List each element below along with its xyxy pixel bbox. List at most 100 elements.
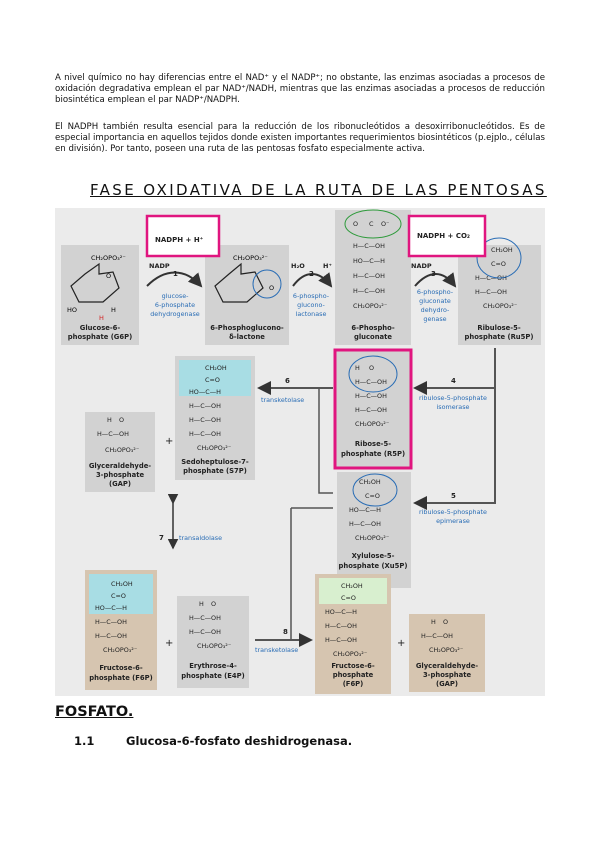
svg-text:Sedoheptulose-7-: Sedoheptulose-7-: [181, 458, 249, 466]
svg-text:H—C—OH: H—C—OH: [475, 288, 507, 296]
intro-paragraph-1: A nivel químico no hay diferencias entre…: [55, 73, 545, 105]
r5p-box: [335, 350, 411, 468]
e4p-label: Erythrose-4- phosphate (E4P): [181, 662, 245, 680]
svg-text:CH₂OH: CH₂OH: [205, 364, 227, 372]
gap2-box: [409, 614, 485, 692]
svg-text:H—C—OH: H—C—OH: [189, 402, 221, 410]
r5p-label: Ribose-5- phosphate (R5P): [341, 440, 405, 458]
svg-text:phosphate (R5P): phosphate (R5P): [341, 450, 405, 458]
svg-text:HO—C—H: HO—C—H: [95, 604, 127, 612]
svg-text:CH₂OPO₃²⁻: CH₂OPO₃²⁻: [105, 446, 139, 454]
svg-text:dehydrogenase: dehydrogenase: [150, 310, 200, 318]
g6p-box: [61, 245, 139, 345]
svg-text:CH₂OPO₃²⁻: CH₂OPO₃²⁻: [355, 534, 389, 542]
xu5p-connector: [318, 388, 333, 494]
svg-text:C=O: C=O: [491, 260, 506, 268]
svg-text:O: O: [119, 416, 124, 424]
svg-text:genase: genase: [423, 315, 446, 323]
subsection-number: 1.1: [74, 734, 95, 748]
gap1-label: Glyceraldehyde- 3-phosphate (GAP): [89, 462, 151, 488]
phosphogluconate-structure: O C O⁻ H—C—OH HO—C—H H—C—OH H—C—OH CH₂OP…: [344, 209, 402, 310]
step6-number: 6: [285, 377, 290, 385]
ru5p-box: [458, 245, 541, 345]
svg-text:Glyceraldehyde-: Glyceraldehyde-: [416, 662, 478, 670]
step5-number: 5: [451, 492, 456, 500]
svg-text:O: O: [443, 618, 448, 626]
r5p-highlight-box: [333, 348, 413, 470]
svg-text:H—C—OH: H—C—OH: [95, 618, 127, 626]
svg-text:Fructose-6-: Fructose-6-: [331, 662, 375, 670]
svg-text:CH₂OPO₃²⁻: CH₂OPO₃²⁻: [91, 254, 126, 262]
svg-text:H—C—OH: H—C—OH: [189, 628, 221, 636]
step1-arrow: [146, 271, 203, 288]
s7p-top-highlight: [179, 360, 251, 396]
svg-text:HO: HO: [67, 306, 77, 314]
lactone-structure: CH₂OPO₃²⁻ O: [214, 254, 282, 303]
svg-text:phosphate (S7P): phosphate (S7P): [183, 467, 247, 475]
plus-sign-2: +: [165, 638, 173, 649]
step3-arrow: [414, 272, 457, 288]
svg-text:Ribulose-5-: Ribulose-5-: [477, 324, 520, 332]
r5p-structure: H O H—C—OH H—C—OH H—C—OH CH₂OPO₃²⁻: [348, 355, 398, 428]
enzyme7-label: transaldolase: [179, 534, 222, 542]
svg-text:phosphate (G6P): phosphate (G6P): [68, 333, 132, 341]
step1-number: 1: [173, 270, 178, 278]
svg-text:Xylulose-5-: Xylulose-5-: [352, 552, 395, 560]
svg-text:CH₂OPO₃²⁻: CH₂OPO₃²⁻: [353, 302, 387, 310]
nadph-h-highlight-box: [145, 214, 221, 258]
svg-text:gluconate: gluconate: [419, 297, 451, 305]
svg-text:C=O: C=O: [111, 592, 126, 600]
svg-text:O: O: [369, 364, 374, 372]
ru5p-structure: CH₂OH C=O H—C—OH H—C—OH CH₂OPO₃²⁻: [475, 237, 522, 310]
xu5p-box: [337, 472, 411, 588]
enzyme2-label: 6-phospho- glucono- lactonase: [293, 292, 329, 318]
svg-text:Glucose-6-: Glucose-6-: [80, 324, 121, 332]
svg-text:H—C—OH: H—C—OH: [189, 614, 221, 622]
svg-text:HO—C—H: HO—C—H: [349, 506, 381, 514]
step4-number: 4: [451, 377, 456, 385]
xu5p-circle: [352, 473, 398, 507]
svg-text:H—C—OH: H—C—OH: [189, 430, 221, 438]
section-title-line1: FASE OXIDATIVA DE LA RUTA DE LAS PENTOSA…: [90, 181, 547, 199]
svg-text:O⁻: O⁻: [381, 220, 389, 228]
svg-text:phosphate (Ru5P): phosphate (Ru5P): [465, 333, 534, 341]
svg-text:epimerase: epimerase: [436, 517, 470, 525]
svg-text:O: O: [211, 600, 216, 608]
svg-text:CH₂OH: CH₂OH: [359, 478, 381, 486]
svg-text:CH₂OPO₃²⁻: CH₂OPO₃²⁻: [355, 420, 389, 428]
f6p1-label: Fructose-6- phosphate (F6P): [89, 664, 153, 682]
svg-text:phosphate (F6P): phosphate (F6P): [89, 674, 153, 682]
lactone-circle: [252, 269, 282, 299]
svg-text:CH₂OH: CH₂OH: [111, 580, 133, 588]
f6p2-structure: CH₂OH C=O HO—C—H H—C—OH H—C—OH CH₂OPO₃²⁻: [325, 582, 367, 658]
svg-text:H—C—OH: H—C—OH: [353, 287, 385, 295]
carboxyl-circle: [344, 209, 402, 239]
svg-text:phosphate (E4P): phosphate (E4P): [181, 672, 245, 680]
svg-text:HO—C—H: HO—C—H: [325, 608, 357, 616]
gap1-structure: H O H—C—OH CH₂OPO₃²⁻: [97, 416, 139, 454]
phosphogluconate-box: [335, 210, 411, 345]
svg-text:H—C—OH: H—C—OH: [353, 272, 385, 280]
svg-text:H—C—OH: H—C—OH: [189, 416, 221, 424]
svg-text:(F6P): (F6P): [343, 680, 364, 688]
svg-text:6-Phospho-: 6-Phospho-: [351, 324, 394, 332]
svg-text:H—C—OH: H—C—OH: [325, 622, 357, 630]
svg-text:CH₂OPO₃²⁻: CH₂OPO₃²⁻: [103, 646, 137, 654]
phosphogluconate-label: 6-Phospho- gluconate: [351, 324, 394, 341]
svg-text:H—C—OH: H—C—OH: [355, 406, 387, 414]
svg-text:H—C—OH: H—C—OH: [475, 274, 507, 282]
svg-text:6-Phosphoglucono-: 6-Phosphoglucono-: [210, 324, 284, 332]
cofactor-h2o: H₂O: [291, 262, 305, 270]
svg-text:phosphate (Xu5P): phosphate (Xu5P): [339, 562, 408, 570]
pentose-phosphate-pathway-diagram: CH₂OPO₃²⁻ O H HO H Glucose-6- phosphate …: [55, 208, 545, 696]
svg-text:3-phosphate: 3-phosphate: [423, 671, 472, 679]
svg-text:C: C: [369, 220, 374, 228]
cofactor-nadph-co2: NADPH + CO₂: [417, 232, 470, 240]
svg-text:CH₂OPO₃²⁻: CH₂OPO₃²⁻: [429, 646, 463, 654]
enzyme6-label: transketolase: [261, 396, 304, 404]
svg-text:6-phospho-: 6-phospho-: [417, 288, 453, 296]
svg-text:(GAP): (GAP): [436, 680, 458, 688]
svg-text:H: H: [107, 416, 112, 424]
enzyme5-label: ribulose-5-phosphate epimerase: [419, 508, 487, 525]
svg-text:Ribose-5-: Ribose-5-: [355, 440, 391, 448]
